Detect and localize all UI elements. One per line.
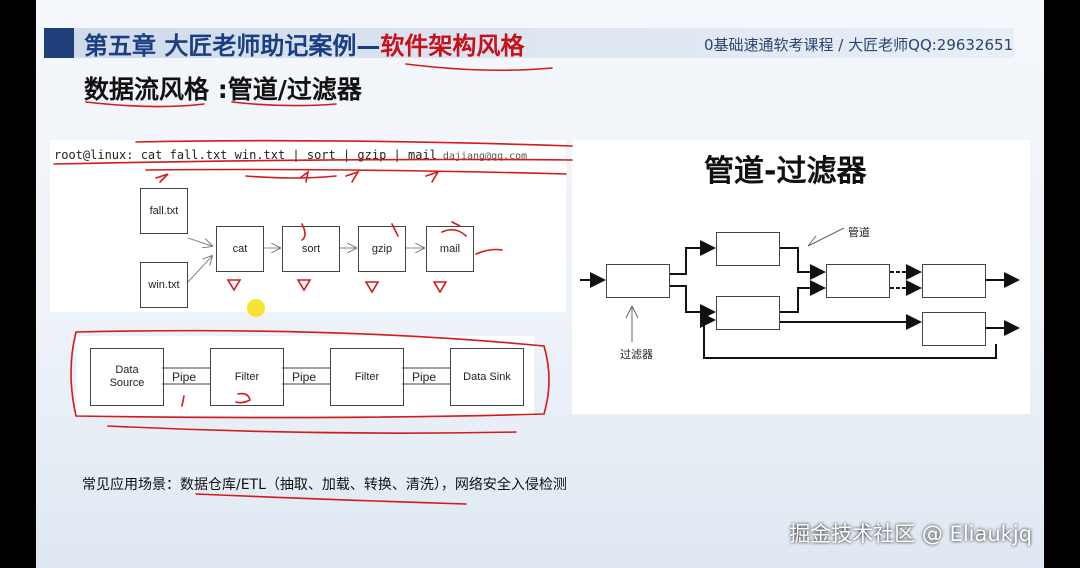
stage-sort: sort xyxy=(282,226,340,272)
chapter-title: 第五章 大匠老师助记案例—软件架构风格 xyxy=(84,32,525,60)
pf-filter-merge xyxy=(826,264,890,298)
filter-callout-label: 过滤器 xyxy=(620,349,653,361)
title-highlight: 软件架构风格 xyxy=(380,32,525,60)
slide-subtitle: 数据流风格 :管道/过滤器 xyxy=(84,75,362,104)
data-source-box: Data Source xyxy=(90,348,164,406)
stage-cat: cat xyxy=(216,226,264,272)
application-scenarios: 常见应用场景：数据仓库/ETL（抽取、加载、转换、清洗），网络安全入侵检测 xyxy=(82,477,567,493)
pf-filter-out-bottom xyxy=(922,312,986,346)
filter-box-2: Filter xyxy=(330,348,404,406)
input-win-txt: win.txt xyxy=(140,262,188,308)
data-sink-box: Data Sink xyxy=(450,348,524,406)
stage-mail: mail xyxy=(426,226,474,272)
header-accent-square xyxy=(44,28,74,58)
pipe-label-2: Pipe xyxy=(292,370,317,384)
header-bar xyxy=(74,28,1014,58)
pf-filter-input xyxy=(606,264,670,298)
pipe-label-3: Pipe xyxy=(412,370,437,384)
stage-gzip: gzip xyxy=(358,226,406,272)
filter-box-1: Filter xyxy=(210,348,284,406)
pipe-callout-label: 管道 xyxy=(848,227,870,239)
slide: 第五章 大匠老师助记案例—软件架构风格 0基础速通软考课程 / 大匠老师QQ:2… xyxy=(36,0,1044,568)
diagram-lines xyxy=(53,63,1020,505)
pf-filter-top xyxy=(716,232,780,266)
pipe-label-1: Pipe xyxy=(172,370,197,384)
pf-filter-bottom xyxy=(716,296,780,330)
right-diagram-title: 管道-过滤器 xyxy=(704,154,867,189)
shell-command: root@linux: cat fall.txt win.txt | sort … xyxy=(54,148,528,162)
course-info: 0基础速通软考课程 / 大匠老师QQ:29632651 xyxy=(704,36,1014,54)
pf-filter-out-top xyxy=(922,264,986,298)
watermark: 掘金技术社区 @ Eliaukjq xyxy=(789,522,1032,546)
command-email: dajiang@qq.com xyxy=(442,151,528,162)
input-fall-txt: fall.txt xyxy=(140,188,188,234)
